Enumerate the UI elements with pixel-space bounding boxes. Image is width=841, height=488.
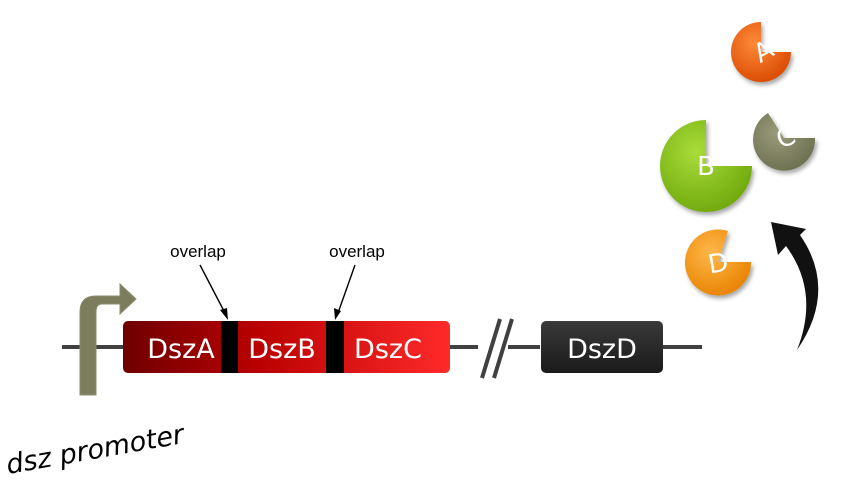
gene-label-dszc: DszC [354,334,422,365]
overlap-pointer-ab [199,264,226,314]
protein-b-icon [660,120,752,212]
overlap-arrowhead-ab [220,308,228,320]
protein-d-icon [685,229,752,296]
overlap-pointer-bc [337,264,356,314]
promoter-arrow-icon [79,282,137,396]
promoter-label: dsz promoter [4,419,188,481]
curved-arrow-icon [771,222,819,350]
gene-label-dszb: DszB [248,334,316,365]
protein-c-icon [753,113,816,171]
operon-box-dszabc [123,321,450,373]
break-mark-1 [480,318,502,379]
protein-label-d: D [706,247,731,280]
overlap-block-bc [326,321,344,373]
overlap-block-ab [221,321,238,373]
gene-label-dszd: DszD [567,334,637,365]
gene-label-dsza: DszA [147,334,215,365]
protein-label-b: B [697,152,715,182]
overlap-label-ab: overlap [170,242,226,261]
gene-box-dszd [541,321,663,373]
protein-a-icon [731,22,791,82]
overlap-arrowhead-bc [334,308,341,320]
break-mark-2 [492,318,514,379]
overlap-label-bc: overlap [329,242,385,261]
